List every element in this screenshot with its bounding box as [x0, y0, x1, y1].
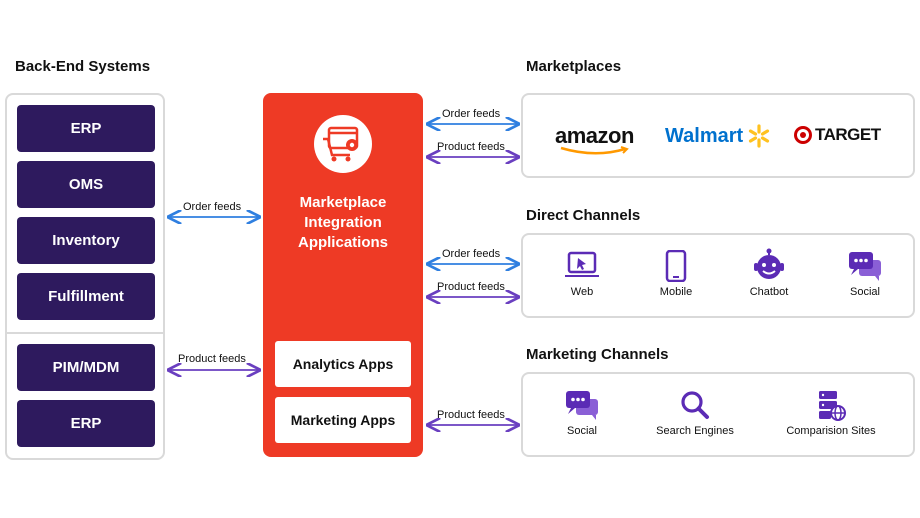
server-globe-icon [819, 391, 846, 421]
backend-erp: ERP [17, 105, 155, 152]
label-direct-product: Product feeds [437, 281, 505, 293]
cart-icon [314, 115, 372, 173]
direct-channels-heading: Direct Channels [526, 207, 641, 224]
magnifier-icon [681, 391, 709, 419]
marketplace-integration-box: Marketplace Integration Applications Ana… [263, 93, 423, 457]
backend-fulfillment: Fulfillment [17, 273, 155, 320]
marketplaces-panel: amazon Walmart TARGET [521, 93, 915, 178]
backend-divider [6, 332, 164, 334]
backend-panel: ERP OMS Inventory Fulfillment PIM/MDM ER… [5, 93, 165, 460]
channel-web: Web [557, 250, 607, 298]
marketplaces-heading: Marketplaces [526, 58, 622, 75]
marketing-channels-panel: Social Search Engines Comparision Sites [521, 372, 915, 457]
chat-bubbles-icon [566, 391, 598, 420]
label-marketing-product: Product feeds [437, 409, 505, 421]
marketing-social-label: Social [567, 425, 597, 437]
chatbot-icon [754, 248, 784, 279]
label-direct-order: Order feeds [442, 248, 501, 260]
channel-web-label: Web [570, 286, 594, 298]
channel-chatbot-label: Chatbot [749, 286, 789, 298]
marketing-social: Social [554, 389, 610, 437]
center-title: Marketplace Integration Applications [297, 194, 388, 251]
backend-heading: Back-End Systems [15, 58, 151, 75]
target-logo: TARGET [793, 125, 881, 145]
marketing-comparison-sites-label: Comparision Sites [786, 425, 876, 437]
channel-mobile-label: Mobile [659, 286, 693, 298]
backend-oms: OMS [17, 161, 155, 208]
marketing-search-engines: Search Engines [646, 389, 744, 437]
backend-inventory: Inventory [17, 217, 155, 264]
label-marketplace-product: Product feeds [437, 141, 505, 153]
target-bullseye-icon [794, 126, 812, 144]
backend-pim-mdm: PIM/MDM [17, 344, 155, 391]
label-backend-product: Product feeds [178, 353, 246, 365]
backend-erp-2: ERP [17, 400, 155, 447]
walmart-spark-icon [749, 124, 770, 148]
marketing-comparison-sites: Comparision Sites [775, 389, 887, 437]
chat-bubbles-icon [849, 252, 881, 281]
channel-social: Social [837, 250, 893, 298]
marketing-search-engines-label: Search Engines [656, 425, 734, 437]
label-marketplace-order: Order feeds [442, 108, 501, 120]
mobile-phone-icon [665, 250, 687, 282]
walmart-logo: Walmart [665, 123, 772, 149]
amazon-logo: amazon [555, 123, 635, 156]
marketing-channels-heading: Marketing Channels [526, 346, 669, 363]
analytics-apps: Analytics Apps [275, 341, 411, 387]
channel-social-label: Social [850, 286, 880, 298]
channel-chatbot: Chatbot [741, 248, 797, 298]
channel-mobile: Mobile [651, 250, 701, 298]
laptop-icon [565, 251, 599, 277]
direct-channels-panel: Web Mobile Chatbot So [521, 233, 915, 318]
marketing-apps: Marketing Apps [275, 397, 411, 443]
label-backend-order: Order feeds [183, 201, 242, 213]
